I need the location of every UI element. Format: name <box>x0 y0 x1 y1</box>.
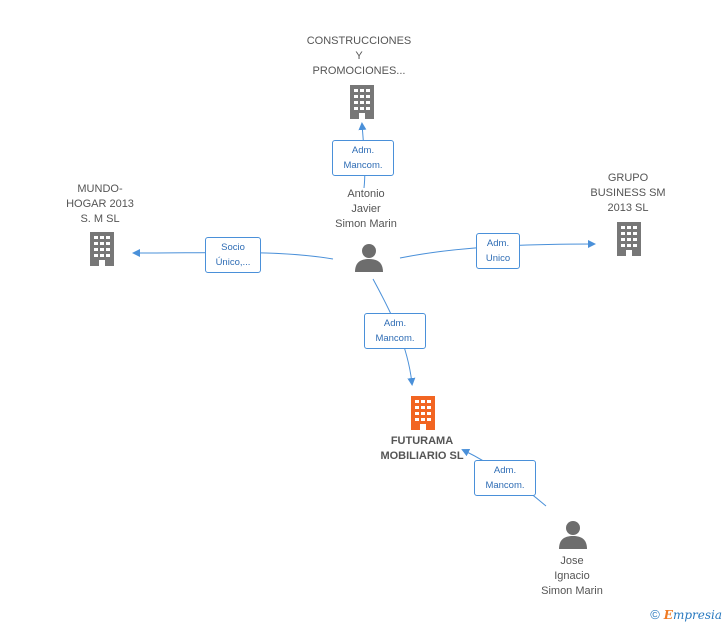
building-icon[interactable] <box>615 222 643 256</box>
node-label-mundo-hogar: MUNDO- HOGAR 2013 S. M SL <box>66 183 134 225</box>
node-label-jose: Jose Ignacio Simon Marin <box>541 555 603 597</box>
node-label-grupo-business: GRUPO BUSINESS SM 2013 SL <box>590 172 666 214</box>
role-label-antonio-futurama[interactable]: Adm. Mancom. <box>364 313 426 349</box>
role-label-jose-futurama[interactable]: Adm. Mancom. <box>474 460 536 496</box>
brand-logo[interactable]: Empresia <box>663 608 722 622</box>
role-label-antonio-mundo-hogar[interactable]: Socio Único,... <box>205 237 261 273</box>
role-label-antonio-grupo-business[interactable]: Adm. Unico <box>476 233 520 269</box>
node-label-construcciones: CONSTRUCCIONES Y PROMOCIONES... <box>306 35 412 77</box>
node-label-antonio: Antonio Javier Simon Marin <box>335 188 397 230</box>
copyright-icon: © <box>650 607 660 622</box>
building-icon[interactable] <box>408 396 438 430</box>
building-icon[interactable] <box>88 232 116 266</box>
node-label-futurama[interactable]: FUTURAMA MOBILIARIO SL <box>380 435 464 462</box>
person-icon[interactable] <box>354 242 384 272</box>
brand-footer: ©Empresia <box>650 607 722 622</box>
building-icon[interactable] <box>348 85 376 119</box>
person-icon[interactable] <box>558 519 588 549</box>
role-label-antonio-construcciones[interactable]: Adm. Mancom. <box>332 140 394 176</box>
